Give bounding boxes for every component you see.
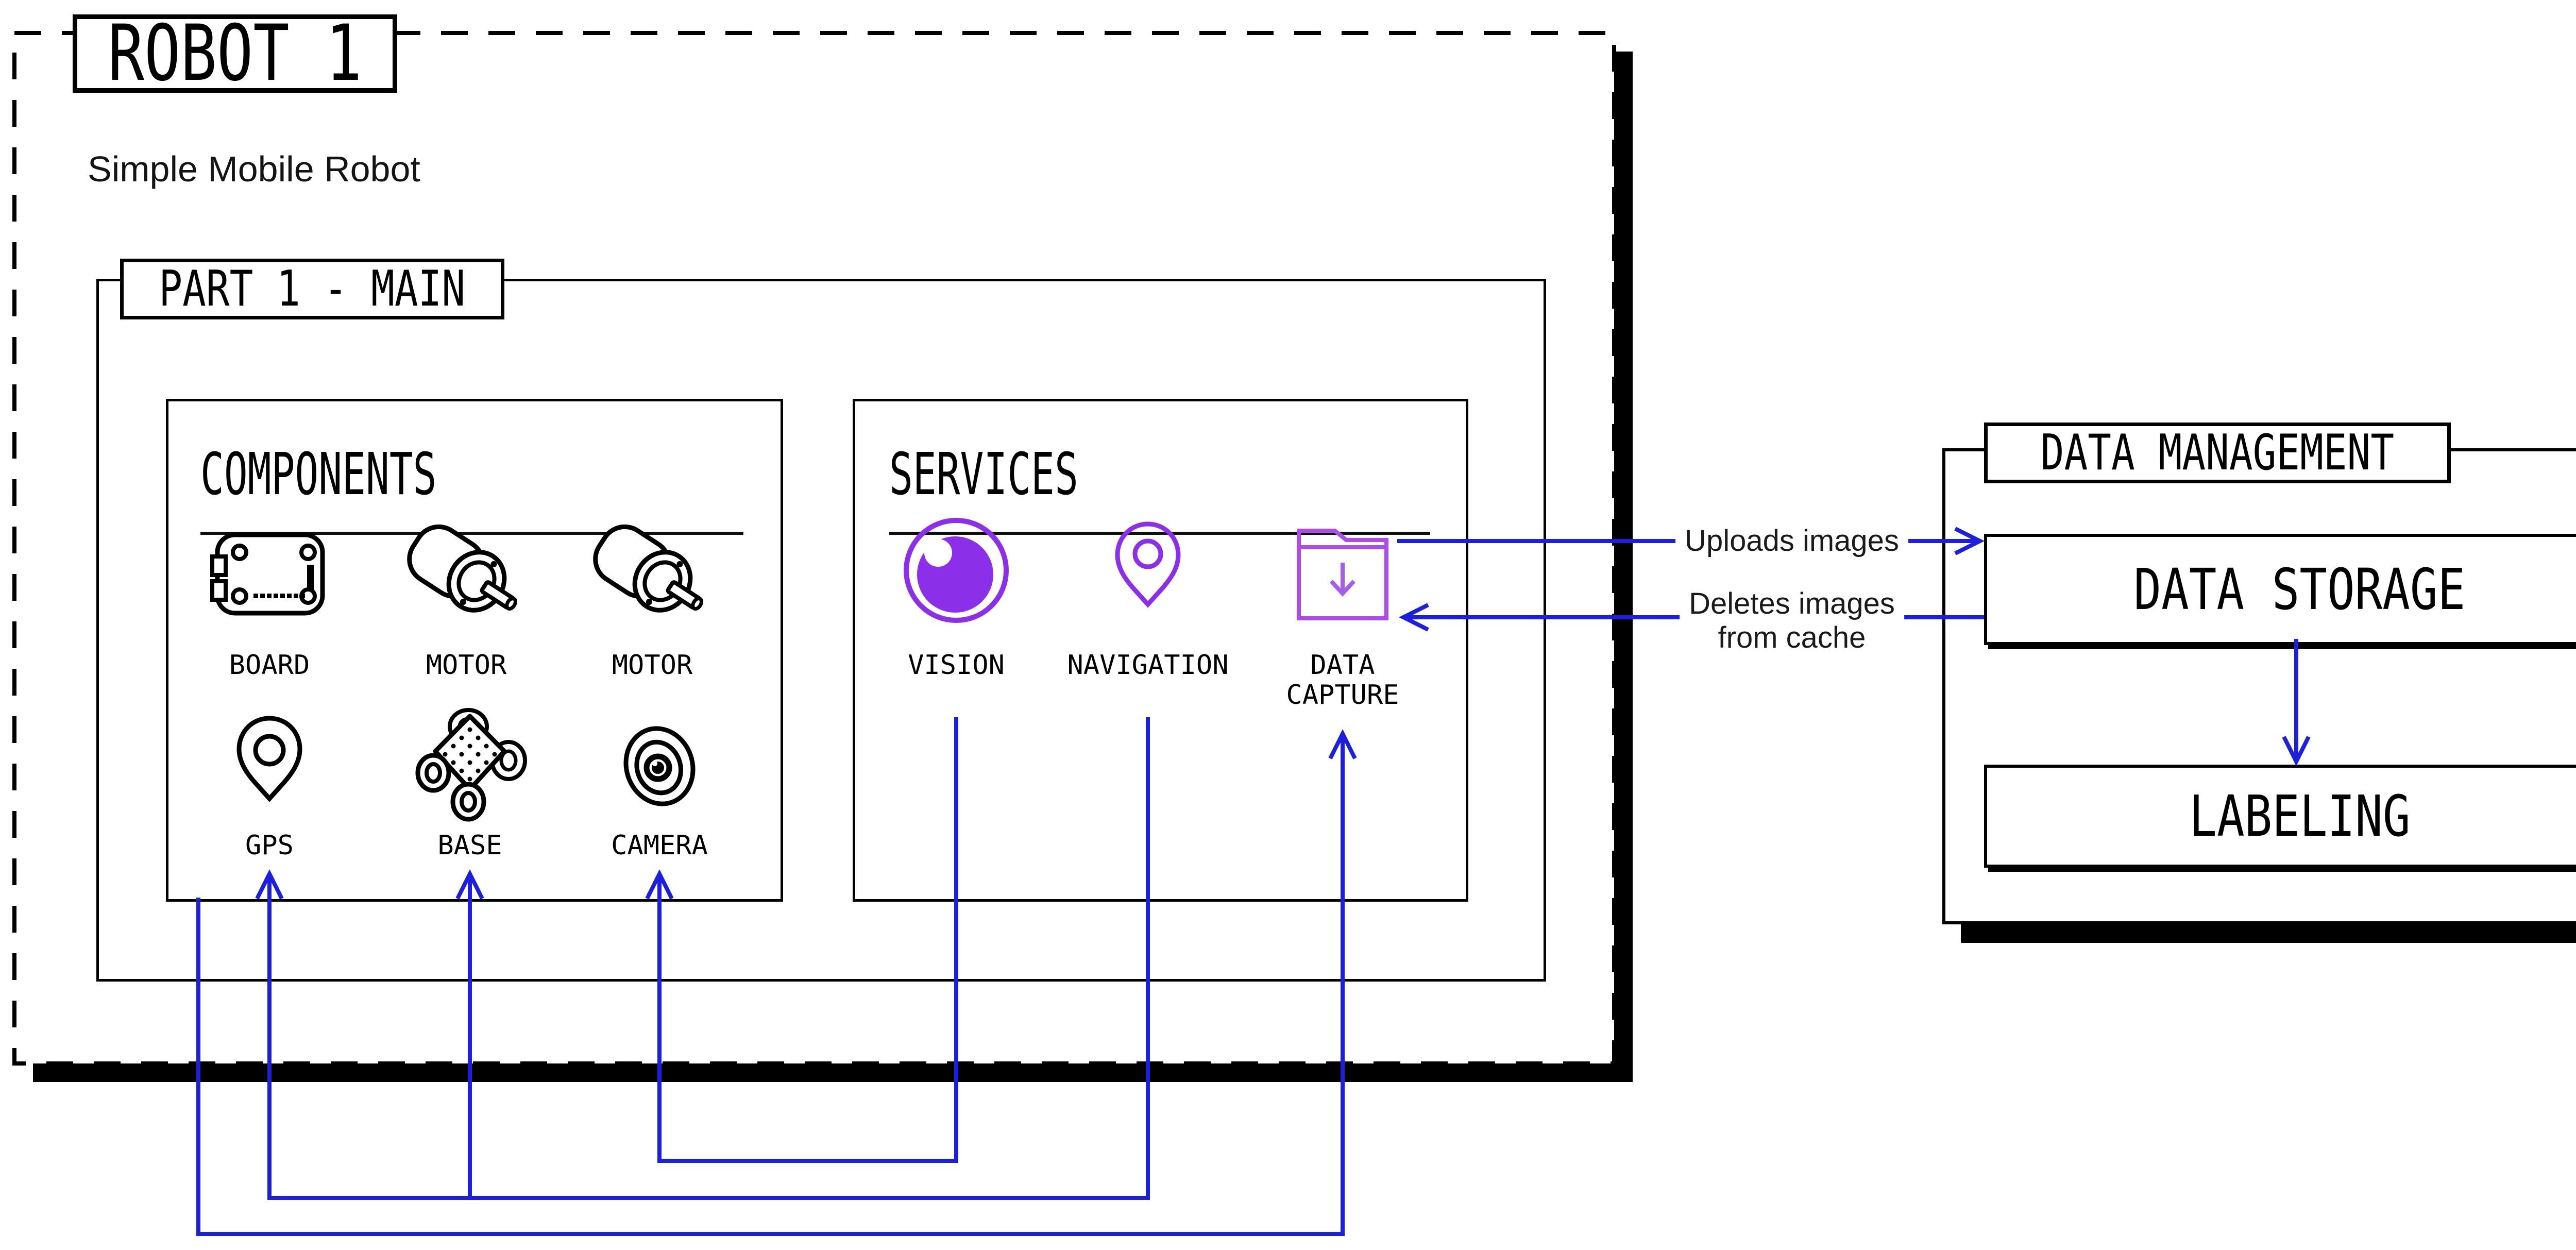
- uploads-images-label: Uploads images: [1675, 522, 1908, 560]
- data-storage-label: DATA STORAGE: [2133, 556, 2466, 622]
- board-icon: [210, 515, 329, 634]
- component-label-motor-2: MOTOR: [612, 650, 693, 681]
- component-label-camera: CAMERA: [611, 830, 708, 861]
- part1-title: PART 1 - MAIN: [159, 261, 466, 317]
- labeling-box: LABELING: [1984, 765, 2576, 868]
- gps-icon: [210, 707, 329, 825]
- components-title: COMPONENTS: [200, 441, 437, 508]
- base-icon: [411, 707, 529, 825]
- robot-title: ROBOT 1: [108, 9, 362, 98]
- deletes-images-label: Deletes images from cache: [1680, 585, 1904, 657]
- robot-subtitle: Simple Mobile Robot: [88, 149, 420, 189]
- deletes-images-line1: Deletes images: [1689, 587, 1895, 620]
- camera-icon: [600, 707, 719, 825]
- deletes-images-line2: from cache: [1718, 621, 1866, 654]
- labeling-label: LABELING: [2189, 783, 2411, 849]
- components-header: COMPONENTS: [200, 441, 548, 508]
- services-header: SERVICES: [889, 441, 1167, 508]
- part1-title-box: PART 1 - MAIN: [120, 259, 504, 319]
- navigation-icon: [1089, 513, 1207, 631]
- vision-icon: [897, 513, 1015, 631]
- data-management-title-box: DATA MANAGEMENT: [1984, 423, 2451, 483]
- motor-icon: [593, 515, 711, 634]
- service-label-data-capture: DATA CAPTURE: [1286, 650, 1399, 711]
- data-storage-box: DATA STORAGE: [1984, 534, 2576, 645]
- services-title: SERVICES: [889, 441, 1078, 508]
- motor-icon: [407, 515, 526, 634]
- data-capture-folder-icon: [1283, 515, 1402, 634]
- robot-title-box: ROBOT 1: [73, 9, 397, 98]
- data-management-title: DATA MANAGEMENT: [2040, 425, 2395, 481]
